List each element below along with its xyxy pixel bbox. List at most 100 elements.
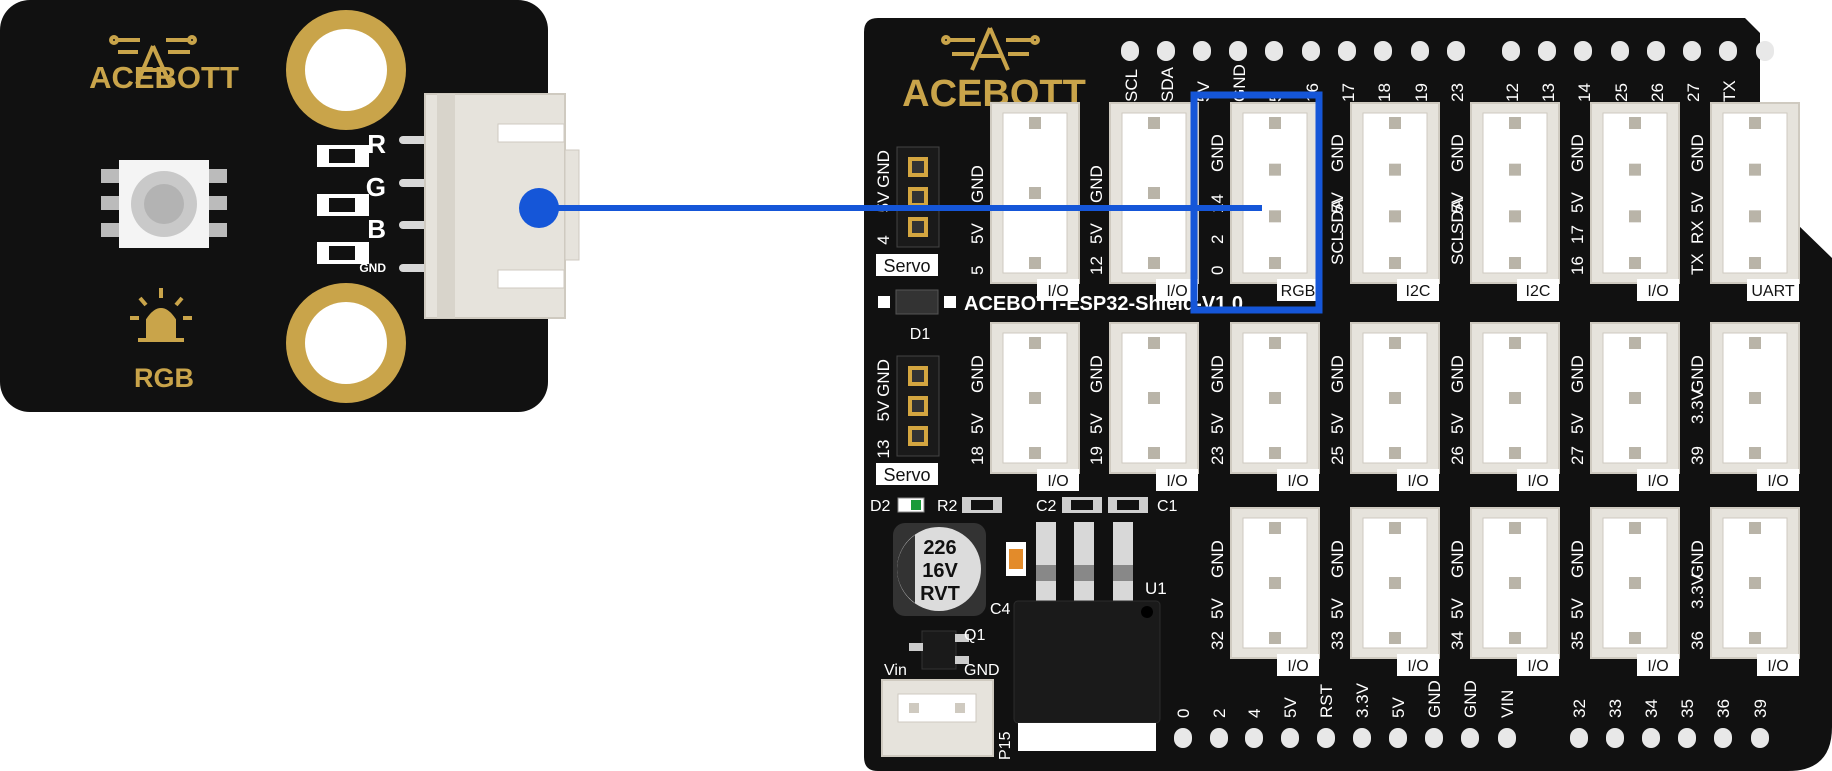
capacitor-voltage: 16V xyxy=(922,560,958,582)
port-pin-label: 5V xyxy=(1328,192,1347,213)
port-pin-label: GND xyxy=(1328,355,1347,393)
c4-label: C4 xyxy=(990,601,1011,618)
acebott-logo-icon xyxy=(109,35,197,85)
port-pin-label: GND xyxy=(1087,165,1106,203)
r2-label: R2 xyxy=(937,498,958,515)
port-pin-label: SCL xyxy=(1448,232,1467,265)
servo-label: Servo xyxy=(883,256,930,276)
module-logo-text: ACEBOTT xyxy=(89,60,239,95)
port-tag-label: I2C xyxy=(1406,283,1431,300)
top-pin-pad xyxy=(1157,41,1175,61)
port-pin-label: GND xyxy=(1568,540,1587,578)
module-pin-label-gnd: GND xyxy=(359,261,386,275)
c1-label: C1 xyxy=(1157,498,1178,515)
port-tag-label: I2C xyxy=(1526,283,1551,300)
mounting-hole-bottom xyxy=(286,283,406,403)
port-tag-label: I/O xyxy=(1647,658,1668,675)
port-pin-label: GND xyxy=(1208,355,1227,393)
port-pin-label: 5V xyxy=(1328,413,1347,434)
bottom-pin-label: 35 xyxy=(1678,699,1697,718)
top-pin-label: 27 xyxy=(1684,83,1703,102)
bottom-pin-label: 2 xyxy=(1210,709,1229,718)
bottom-pin-label: 4 xyxy=(1245,709,1264,718)
port-tag-label: I/O xyxy=(1527,473,1548,490)
bottom-pin-pad xyxy=(1245,728,1263,748)
port-tag-label: RGB xyxy=(1281,283,1316,300)
port-pin-label: TX xyxy=(1688,253,1707,275)
port-pin-label: 5V xyxy=(1568,192,1587,213)
top-pin-label: 18 xyxy=(1375,83,1394,102)
port-pin-label: 5V xyxy=(1448,413,1467,434)
port-tag-label: I/O xyxy=(1287,473,1308,490)
port-pin-label: 5V xyxy=(968,413,987,434)
power-components: D2 R2 C2 C1 226 16V RVT C4 xyxy=(870,497,1178,760)
port-pin-label: 19 xyxy=(1087,446,1106,465)
rgb-module-board xyxy=(0,0,548,412)
servo-label-box xyxy=(876,254,938,276)
top-pin-label: 23 xyxy=(1448,83,1467,102)
top-pin-pad xyxy=(1229,41,1247,61)
top-pin-label: RX xyxy=(1757,78,1776,102)
port-pin-label: GND xyxy=(1688,355,1707,393)
port-pin-label: RX xyxy=(1688,220,1707,244)
port-pin-label: 2 xyxy=(1208,235,1227,244)
top-pin-label: 17 xyxy=(1339,83,1358,102)
top-pin-pad xyxy=(1193,41,1211,61)
port-pin-label: 12 xyxy=(1087,256,1106,275)
port-pin-label: 27 xyxy=(1568,446,1587,465)
d1-label: D1 xyxy=(910,326,931,343)
port-pin-label: GND xyxy=(1688,134,1707,172)
port-tag-label: I/O xyxy=(1647,473,1668,490)
top-pin-pad xyxy=(1611,41,1629,61)
port-pin-label: 5V xyxy=(968,223,987,244)
port-pin-label: 0 xyxy=(1208,266,1227,275)
port-pin-label: 5V xyxy=(1568,413,1587,434)
port-pin-label: GND xyxy=(1087,355,1106,393)
bottom-pin-label: 3.3V xyxy=(1353,682,1372,718)
bottom-pin-label: 0 xyxy=(1174,709,1193,718)
port-pin-label: 32 xyxy=(1208,631,1227,650)
top-pin-pad xyxy=(1302,41,1320,61)
q1-transistor xyxy=(921,630,957,670)
connector-port: I/O 27 5V GND xyxy=(1568,322,1680,491)
port-pin-label: GND xyxy=(968,355,987,393)
bottom-pin-label: GND xyxy=(1425,680,1444,718)
wire-endpoint xyxy=(519,188,559,228)
connector-ports: I/O55VGNDI/O125VGNDRGB0214GNDI2CSCLSDA5V… xyxy=(968,102,1800,676)
top-pin-label: 26 xyxy=(1648,83,1667,102)
port-tag-label: I/O xyxy=(1166,283,1187,300)
port-pin-label: 34 xyxy=(1448,631,1467,650)
capacitor-value: 226 xyxy=(923,537,956,559)
rgb-module: ACEBOTT RGB xyxy=(0,0,580,412)
module-pin-label-r: R xyxy=(367,129,386,159)
port-pin-label: 5V xyxy=(1568,598,1587,619)
top-pin-label: 13 xyxy=(1539,83,1558,102)
bottom-pin-pad xyxy=(1642,728,1660,748)
port-pin-label: GND xyxy=(1568,355,1587,393)
bottom-pin-pad xyxy=(1389,728,1407,748)
top-pin-pad xyxy=(1756,41,1774,61)
rgb-led-chip xyxy=(101,160,227,248)
servo-header-pin-hole xyxy=(912,430,924,442)
servo-label-box xyxy=(876,463,938,485)
servo-header-pin-hole xyxy=(912,370,924,382)
port-tag-label: I/O xyxy=(1047,283,1068,300)
port-pin-label: 5V xyxy=(1208,598,1227,619)
servo-pin-label: 5V xyxy=(874,400,893,421)
servo-header-pin-hole xyxy=(912,191,924,203)
port-pin-label: GND xyxy=(1328,540,1347,578)
bottom-pin-pad xyxy=(1174,728,1192,748)
port-pin-label: 5V xyxy=(1087,223,1106,244)
port-tag-label: I/O xyxy=(1287,658,1308,675)
